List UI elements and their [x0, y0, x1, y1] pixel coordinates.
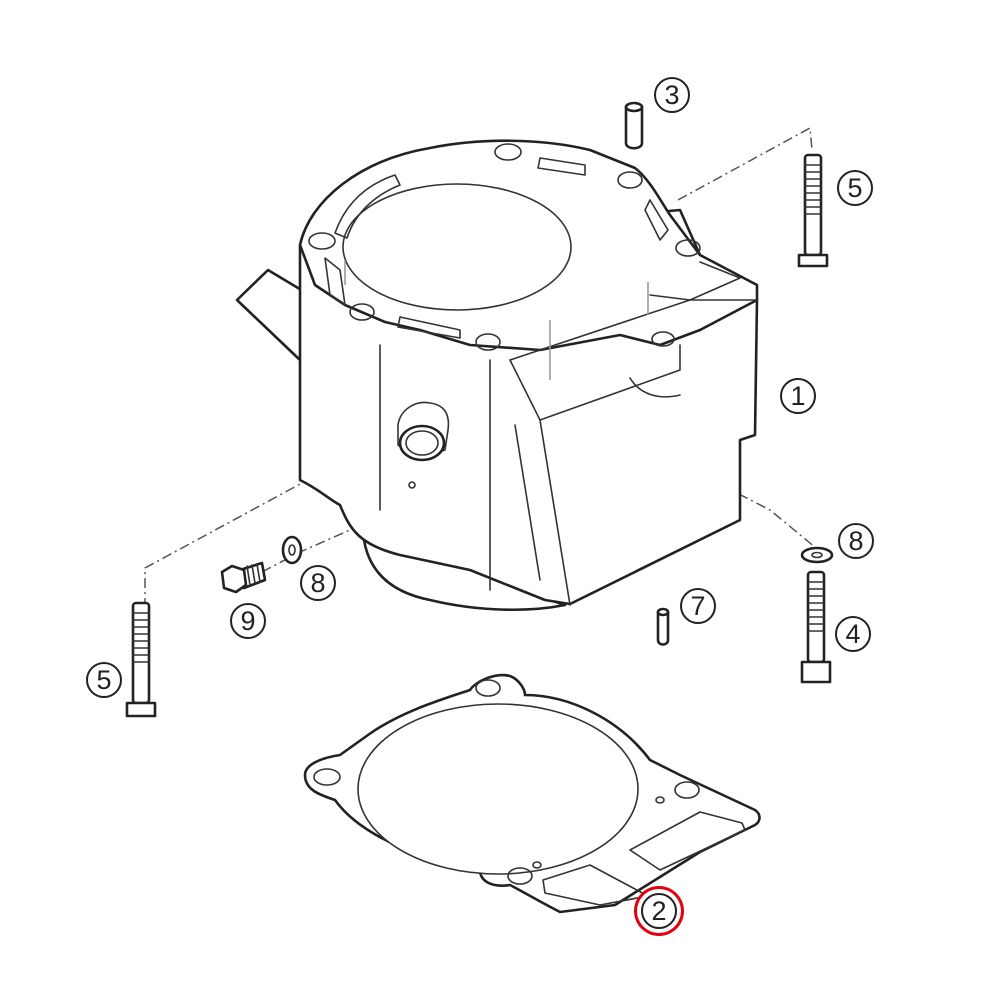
cylinder-part[interactable] — [235, 139, 759, 612]
callout-4-label: 4 — [845, 619, 861, 649]
washer-right-part[interactable] — [800, 546, 834, 564]
base-gasket-part[interactable] — [303, 673, 761, 914]
bolt-top-right-part[interactable] — [797, 153, 829, 268]
dowel-sleeve-part[interactable] — [624, 101, 644, 150]
callout-8-right-label: 8 — [848, 526, 864, 556]
callout-9-screw-plug[interactable]: 9 — [230, 603, 266, 639]
callout-3-dowel-sleeve[interactable]: 3 — [654, 77, 690, 113]
callout-2-label: 2 — [651, 896, 667, 926]
callout-5-bolt-top[interactable]: 5 — [837, 170, 873, 206]
stud-bolt-part[interactable] — [800, 570, 832, 684]
callout-9-label: 9 — [240, 606, 256, 636]
callout-8-front-label: 8 — [310, 568, 326, 598]
washer-front-part[interactable] — [281, 535, 303, 565]
callout-7-label: 7 — [690, 591, 706, 621]
dowel-pin-part[interactable] — [656, 607, 670, 646]
bolt-left-part[interactable] — [125, 601, 157, 718]
callout-1-label: 1 — [790, 381, 806, 411]
callout-1-cylinder[interactable]: 1 — [780, 378, 816, 414]
callout-2-base-gasket[interactable]: 2 — [641, 893, 677, 929]
callout-4-stud-bolt[interactable]: 4 — [835, 616, 871, 652]
callout-5-left-label: 5 — [96, 665, 112, 695]
screw-plug-part[interactable] — [220, 561, 267, 594]
callout-7-dowel-pin[interactable]: 7 — [680, 588, 716, 624]
callout-3-label: 3 — [664, 80, 680, 110]
callout-5-bolt-left[interactable]: 5 — [86, 662, 122, 698]
callout-8-washer-front[interactable]: 8 — [300, 565, 336, 601]
callout-8-washer-right[interactable]: 8 — [838, 523, 874, 559]
callout-5-top-label: 5 — [847, 173, 863, 203]
